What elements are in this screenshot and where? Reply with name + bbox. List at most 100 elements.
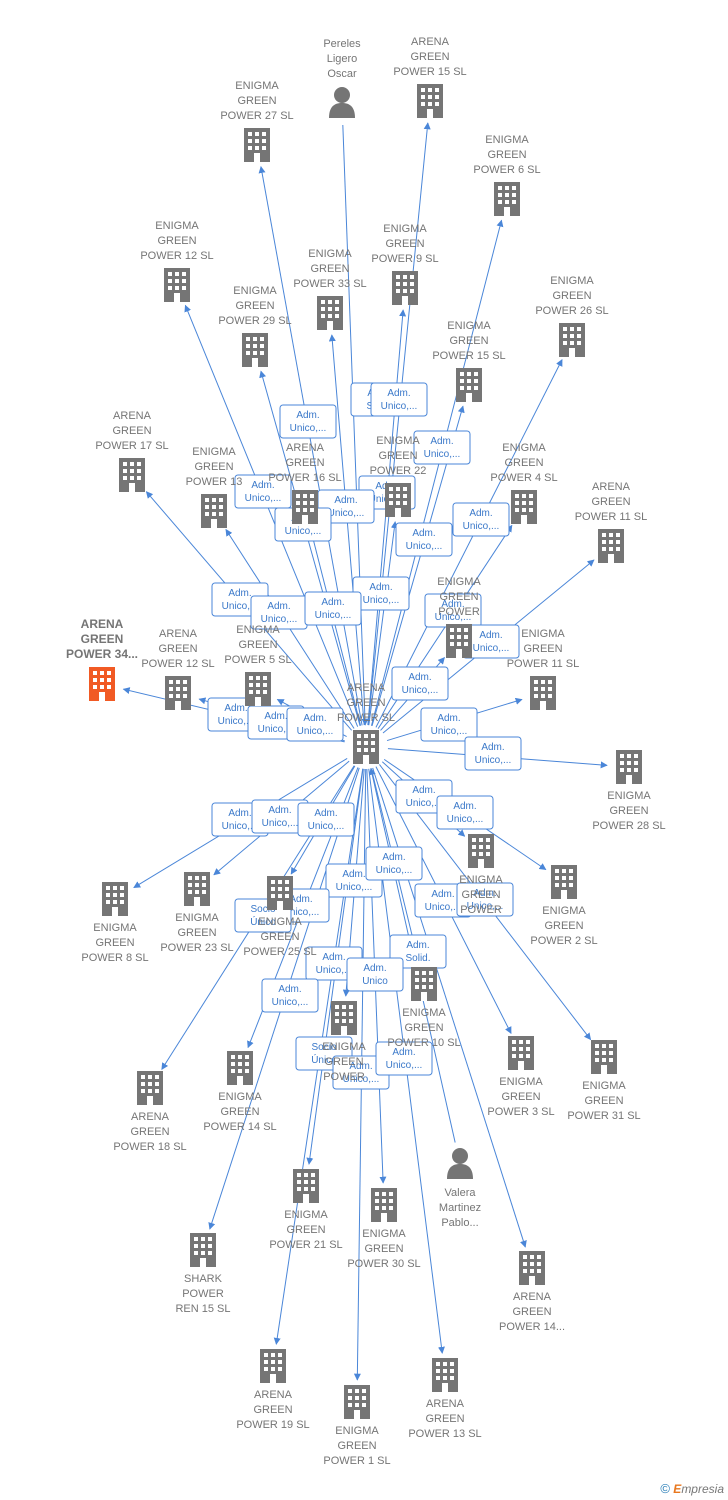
- node-label: ENIGMA: [485, 134, 529, 146]
- edge-label[interactable]: Adm.Unico,...: [234, 474, 292, 509]
- edge-label[interactable]: Adm.Unico,...: [297, 802, 355, 837]
- edge-label-text: Socio: [250, 904, 275, 915]
- node-label: GREEN: [260, 931, 299, 943]
- edge-label[interactable]: Adm.Unico,...: [452, 502, 510, 537]
- building-icon: [508, 1036, 534, 1070]
- building-icon: [417, 84, 443, 118]
- edge-label-text: Unico,...: [261, 614, 298, 625]
- edge-label-text: Único: [311, 1053, 337, 1066]
- node-person[interactable]: ValeraMartinezPablo...: [439, 1148, 481, 1229]
- node-label: Pablo...: [441, 1217, 478, 1229]
- footer-brand[interactable]: © Empresia: [660, 1481, 724, 1496]
- edge-label-text: Adm.: [412, 528, 435, 539]
- edge-label[interactable]: Adm.Unico,...: [250, 595, 308, 630]
- edge-label[interactable]: Adm.Unico,...: [456, 882, 514, 917]
- edge-label-text: Adm.: [382, 852, 405, 863]
- edge-label-text: Unico,...: [424, 449, 461, 460]
- edge-label[interactable]: Adm.Unico,...: [304, 591, 362, 626]
- edge-label-text: Adm.: [334, 495, 357, 506]
- edge-label[interactable]: Adm.Unico,...: [375, 1041, 433, 1076]
- edge-label[interactable]: Adm.Unico,...: [370, 382, 428, 417]
- edge-label[interactable]: Adm.Unico,...: [436, 795, 494, 830]
- edge-label[interactable]: Adm.Unico,...: [261, 978, 319, 1013]
- edge-label-text: Unico,...: [222, 601, 259, 612]
- node-label: ENIGMA: [155, 220, 199, 232]
- node-label: POWER 14...: [499, 1321, 565, 1333]
- edge-label[interactable]: Adm.Unico,...: [464, 736, 522, 771]
- building-icon: [446, 624, 472, 658]
- edge-label-box: [452, 502, 510, 537]
- edge-label[interactable]: Adm.Solid.: [389, 934, 447, 969]
- edge-c-n4: [370, 219, 504, 726]
- building-icon: [102, 882, 128, 916]
- node-label: Oscar: [327, 68, 357, 80]
- building-icon: [184, 872, 210, 906]
- edge-label[interactable]: Adm.Unico,...: [420, 707, 478, 742]
- node-label: GREEN: [237, 95, 276, 107]
- node-label: ENIGMA: [192, 446, 236, 458]
- edge-label[interactable]: Adm.Unico,...: [413, 430, 471, 465]
- edge-label[interactable]: Adm.Unico,...: [365, 846, 423, 881]
- edge-label[interactable]: Adm.Unico: [346, 957, 404, 992]
- edge-label[interactable]: Adm.Unico,...: [279, 404, 337, 439]
- building-icon: [260, 1349, 286, 1383]
- edge-label[interactable]: Adm.Unico,...: [352, 576, 410, 611]
- edge-label[interactable]: Adm.Unico,...: [317, 489, 375, 524]
- node-label: POWER 25 SL: [243, 946, 316, 958]
- edge-label[interactable]: Adm.Unico,...: [286, 707, 344, 742]
- edge-label[interactable]: Adm.Unico,...: [391, 666, 449, 701]
- node-label: POWER 9 SL: [371, 253, 438, 265]
- edge-label-text: Unico,...: [386, 1060, 423, 1071]
- node-label: POWER 29 SL: [218, 315, 291, 327]
- building-icon: [227, 1051, 253, 1085]
- edge-label[interactable]: Adm.Unico,...: [424, 593, 482, 628]
- node-label: POWER: [438, 606, 480, 618]
- edge-label[interactable]: Adm.Unico,...: [395, 522, 453, 557]
- edge-n1-c: [342, 124, 369, 726]
- edge-label-text: Unico,...: [363, 595, 400, 606]
- edge-label-box: [261, 978, 319, 1013]
- edge-label[interactable]: Adm.Unico,...: [332, 1055, 390, 1090]
